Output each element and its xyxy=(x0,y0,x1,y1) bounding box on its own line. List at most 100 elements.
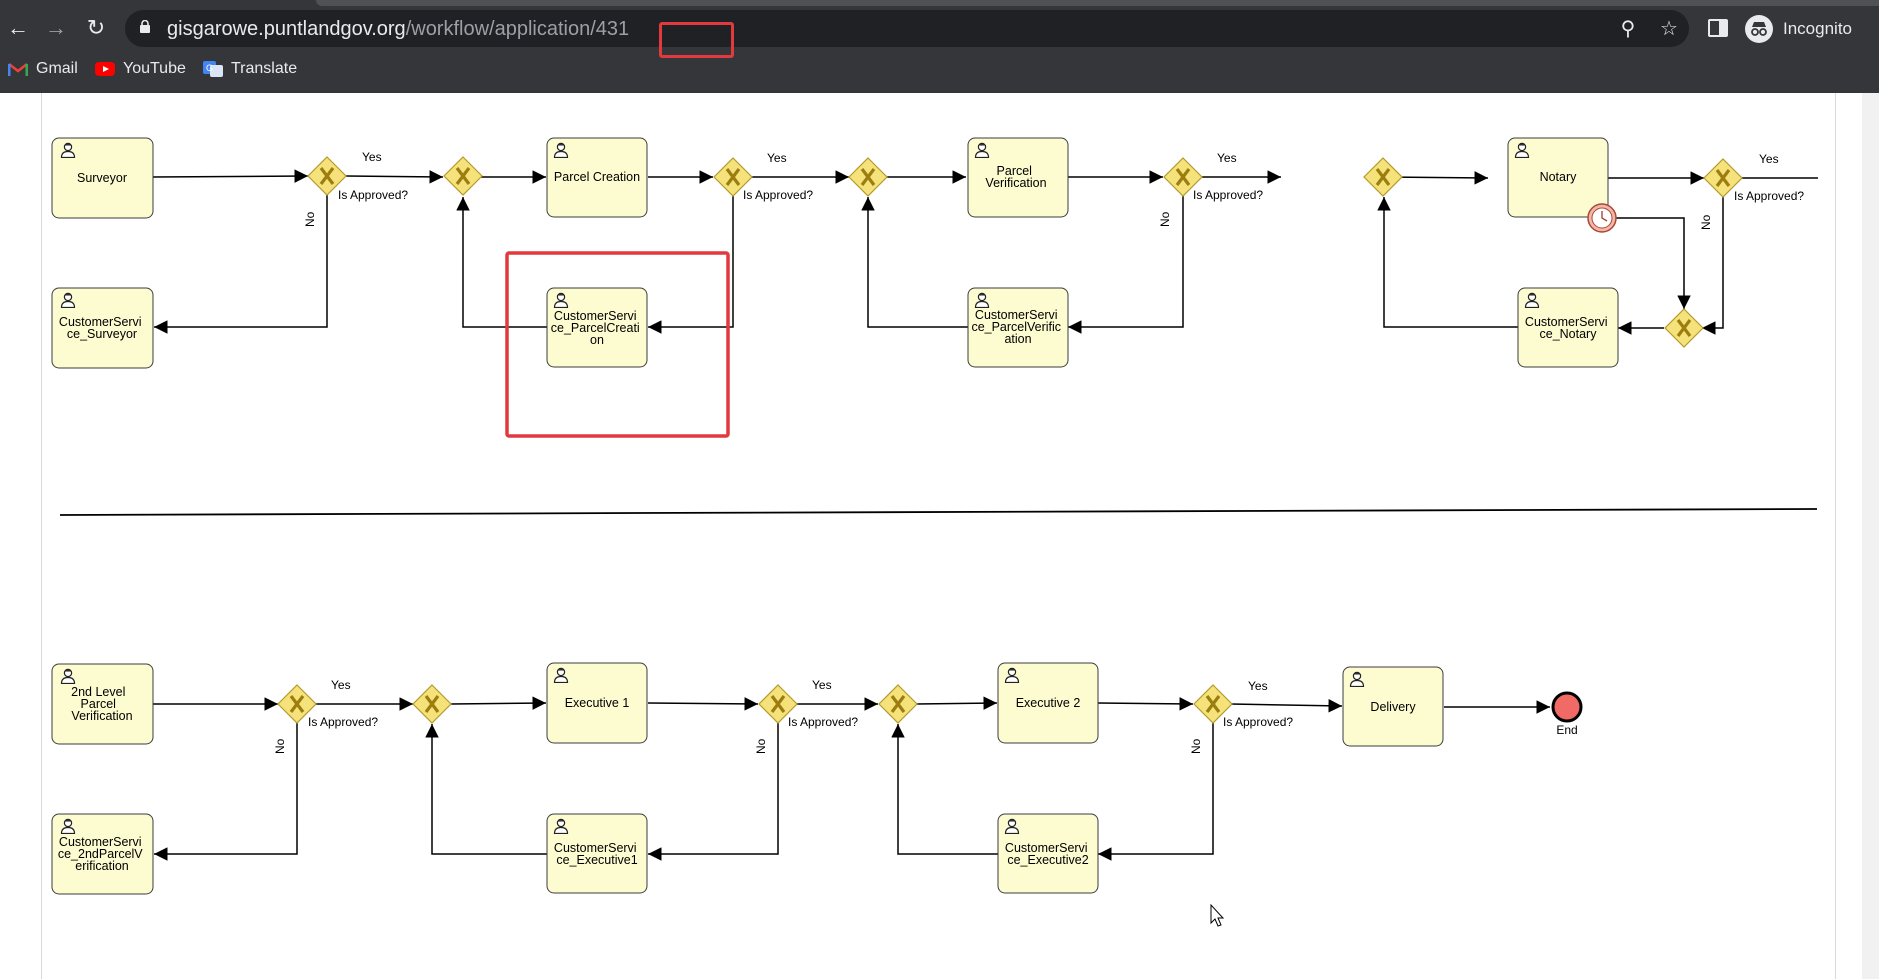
svg-text:CustomerServi ce_Executi: CustomerServi ce_Executive2 xyxy=(1005,841,1091,867)
side-panel-icon[interactable] xyxy=(1707,17,1729,39)
task-cs-parcel-creation[interactable]: CustomerServi ce_ParcelCreati on xyxy=(546,287,648,368)
bookmark-label: Translate xyxy=(231,60,298,77)
edge-label-no: No xyxy=(273,738,287,754)
url-path: /workflow/application/431 xyxy=(405,18,630,40)
task-label-line: ce_2ndParcelV xyxy=(58,847,143,861)
task-parcel-verification[interactable]: Parcel Verification xyxy=(967,137,1069,218)
url-highlight-box xyxy=(659,22,734,58)
task-executive-1[interactable]: Executive 1 xyxy=(546,662,648,744)
task-label-line: ce_ParcelVerific xyxy=(971,320,1061,334)
task-delivery[interactable]: Delivery xyxy=(1342,666,1444,747)
task-label-line: CustomerServi xyxy=(1525,315,1608,329)
task-label-line: on xyxy=(590,333,604,347)
svg-text:CustomerServi ce_ParcelV: CustomerServi ce_ParcelVerific ation xyxy=(971,308,1064,346)
task-cs-executive-1[interactable]: CustomerServi ce_Executive1 xyxy=(546,813,648,894)
end-event[interactable]: End xyxy=(1551,691,1583,737)
task-label-line: Parcel xyxy=(81,697,116,711)
gateway-merge[interactable] xyxy=(847,156,889,198)
url-host: gisgarowe.puntlandgov.org xyxy=(167,18,406,40)
task-parcel-creation[interactable]: Parcel Creation xyxy=(546,137,648,218)
bookmark-gmail[interactable]: Gmail xyxy=(8,58,78,80)
svg-text:G: G xyxy=(206,63,213,73)
task-label: Surveyor xyxy=(77,171,127,185)
gateway-merge[interactable] xyxy=(411,683,453,725)
row2-connectors xyxy=(153,696,1550,861)
task-label: Delivery xyxy=(1370,700,1416,714)
task-label-line: Verification xyxy=(985,176,1046,190)
edge-label-yes: Yes xyxy=(812,678,832,692)
reload-button[interactable]: ↻ xyxy=(86,15,106,40)
gateway-merge[interactable] xyxy=(442,155,484,197)
task-label: Executive 2 xyxy=(1016,696,1081,710)
task-label-line: Verification xyxy=(71,709,132,723)
edge-label-is-approved: Is Approved? xyxy=(1734,189,1804,203)
task-label-line: erification xyxy=(75,859,129,873)
task-surveyor[interactable]: Surveyor xyxy=(51,137,154,219)
edge-label-is-approved: Is Approved? xyxy=(743,188,813,202)
edge-label-yes: Yes xyxy=(362,150,382,164)
task-label: Executive 1 xyxy=(565,696,630,710)
gateway-merge[interactable] xyxy=(877,683,919,725)
edge-label-is-approved: Is Approved? xyxy=(308,715,378,729)
task-label-line: ation xyxy=(1004,332,1031,346)
edge-label-no: No xyxy=(754,738,768,754)
edge-label-yes: Yes xyxy=(331,678,351,692)
incognito-profile[interactable]: Incognito xyxy=(1745,15,1852,43)
lock-icon xyxy=(140,20,150,33)
task-cs-executive-2[interactable]: CustomerServi ce_Executive2 xyxy=(997,813,1099,894)
zoom-icon[interactable]: ⚲ xyxy=(1620,18,1636,40)
edge-label-no: No xyxy=(1158,211,1172,227)
task-cs-2nd-level-verification[interactable]: CustomerServi ce_2ndParcelV erification xyxy=(51,813,154,895)
task-label-line: CustomerServi xyxy=(1005,841,1088,855)
forward-button[interactable]: → xyxy=(45,15,67,40)
end-label: End xyxy=(1556,723,1577,737)
timer-icon xyxy=(1587,203,1617,233)
page-content xyxy=(0,93,1879,979)
url-text[interactable]: gisgarowe.puntlandgov.org/workflow/appli… xyxy=(167,18,629,41)
svg-text:CustomerServi ce_ParcelC: CustomerServi ce_ParcelCreati on xyxy=(551,309,643,347)
panel-border xyxy=(41,93,42,979)
edge-label-yes: Yes xyxy=(1248,679,1268,693)
task-label-line: CustomerServi xyxy=(59,835,142,849)
edge-label-no: No xyxy=(1699,214,1713,230)
incognito-icon xyxy=(1745,15,1773,43)
svg-text:CustomerServi ce_Notary: CustomerServi ce_Notary xyxy=(1525,315,1611,341)
bookmark-translate[interactable]: G Translate xyxy=(203,58,297,80)
svg-text:Parcel Verification: Parcel Verification xyxy=(985,164,1046,190)
task-label-line: CustomerServi xyxy=(554,309,637,323)
tab-strip xyxy=(316,0,1879,6)
edge-label-no: No xyxy=(1189,738,1203,754)
svg-text:CustomerServi ce_2ndParc: CustomerServi ce_2ndParcelV erification xyxy=(58,835,146,873)
lane-divider xyxy=(59,508,1818,516)
highlight-box xyxy=(505,251,730,438)
task-label-line: CustomerServi xyxy=(554,841,637,855)
back-button[interactable]: ← xyxy=(7,15,29,40)
task-executive-2[interactable]: Executive 2 xyxy=(997,662,1099,744)
edge-label-is-approved: Is Approved? xyxy=(1193,188,1263,202)
task-label-line: Parcel xyxy=(997,164,1032,178)
task-cs-notary[interactable]: CustomerServi ce_Notary xyxy=(1517,287,1619,368)
task-label-line: CustomerServi xyxy=(975,308,1058,322)
bookmark-youtube[interactable]: YouTube xyxy=(95,58,186,80)
gateway-merge[interactable] xyxy=(1663,307,1705,349)
task-label-line: ce_Surveyor xyxy=(67,327,137,341)
task-notary[interactable]: Notary xyxy=(1507,137,1617,233)
address-bar[interactable]: gisgarowe.puntlandgov.org/workflow/appli… xyxy=(125,10,1689,58)
browser-chrome: ← → ↻ gisgarowe.puntlandgov.org/workflow… xyxy=(0,0,1879,93)
gateway-merge[interactable] xyxy=(1362,156,1404,198)
task-cs-parcel-verification[interactable]: CustomerServi ce_ParcelVerific ation xyxy=(967,287,1069,368)
task-cs-surveyor[interactable]: CustomerServi ce_Surveyor xyxy=(51,287,154,369)
svg-text:CustomerServi ce_Executi: CustomerServi ce_Executive1 xyxy=(554,841,640,867)
bookmark-star-icon[interactable]: ☆ xyxy=(1660,18,1678,40)
panel-border xyxy=(1835,93,1836,979)
svg-text:2nd Level Parcel V: 2nd Level Parcel Verification xyxy=(71,685,132,723)
edge-label-yes: Yes xyxy=(767,151,787,165)
edge-label-is-approved: Is Approved? xyxy=(788,715,858,729)
page-scrollbar[interactable] xyxy=(1862,93,1879,979)
bookmark-label: YouTube xyxy=(123,60,186,77)
gmail-icon xyxy=(8,63,28,76)
task-label-line: ce_Executive1 xyxy=(556,853,637,867)
task-2nd-level-verification[interactable]: 2nd Level Parcel Verification xyxy=(51,663,154,745)
edge-label-no: No xyxy=(303,211,317,227)
